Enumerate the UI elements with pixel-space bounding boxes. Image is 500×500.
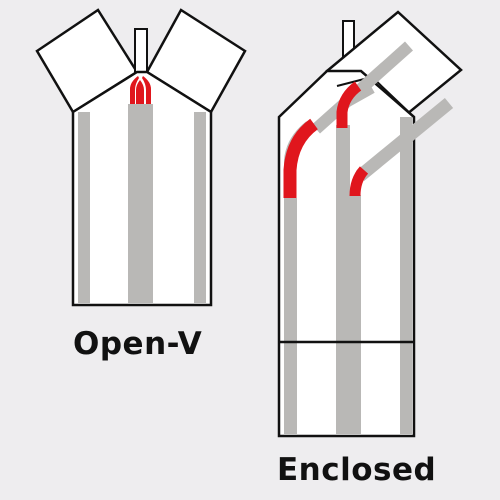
enclosed-left-bend-highlight bbox=[283, 118, 319, 198]
open-v-junction-highlight bbox=[130, 76, 151, 104]
open-v-stem bbox=[134, 28, 148, 76]
open-v-right-pipe bbox=[194, 112, 206, 303]
enclosed-center-bend-highlight bbox=[336, 81, 362, 128]
enclosed-center-pipe bbox=[336, 125, 350, 434]
open-v-center-pipe bbox=[128, 104, 153, 303]
enclosed-label: Enclosed bbox=[277, 452, 437, 488]
enclosed-right-bend-highlight bbox=[349, 166, 369, 197]
enclosed-right-pipe bbox=[400, 117, 412, 434]
enclosed-left-pipe bbox=[284, 198, 297, 434]
enclosed-diagram bbox=[277, 10, 463, 438]
open-v-label: Open-V bbox=[73, 326, 203, 362]
open-v-left-pipe bbox=[78, 112, 90, 303]
open-v-diagram bbox=[35, 8, 247, 307]
enclosed-center-pipe-2 bbox=[350, 195, 361, 434]
